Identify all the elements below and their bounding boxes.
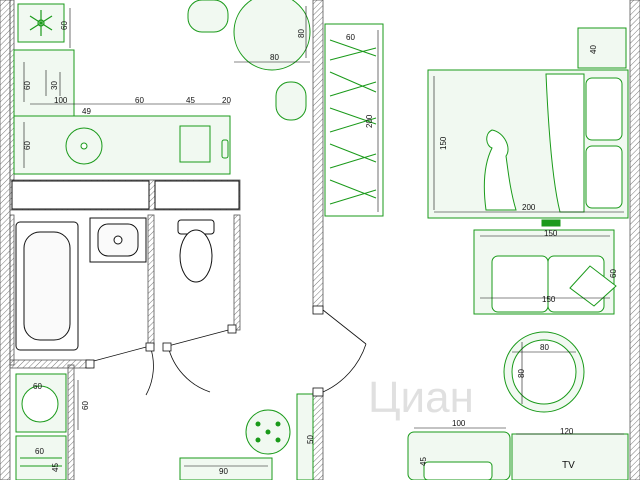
dim-shelf-60: 60 (35, 447, 44, 456)
bedroom (427, 27, 629, 315)
bathroom (15, 217, 215, 351)
wall-bath-left-inner (9, 214, 15, 366)
hall-wardrobe (296, 393, 314, 480)
sink-drain-icon (80, 142, 88, 150)
living (407, 331, 629, 480)
dim-washer-60: 60 (33, 382, 42, 391)
dim-pillow-60: 60 (609, 269, 618, 278)
wardrobe (324, 23, 384, 217)
person-figure (483, 129, 517, 211)
kitchen-dimensions (23, 8, 230, 168)
hob (179, 125, 211, 163)
bathtub-inner (23, 231, 71, 341)
dim-nightstand: 40 (589, 45, 598, 54)
wall-kitchen-living-upper (312, 0, 324, 309)
wall-laundry-right (67, 364, 75, 480)
hallway (179, 393, 314, 480)
dim-wardrobe-200: 200 (365, 114, 374, 128)
pillow-top (585, 77, 623, 141)
shelf-lines (20, 457, 62, 467)
wardrobe-body (324, 23, 384, 217)
wall-left-outer (0, 0, 11, 480)
wall-bath-divider (147, 214, 155, 346)
dining (187, 0, 311, 121)
bed-light-marker (541, 219, 561, 227)
laundry (15, 373, 67, 480)
dining-table (233, 0, 311, 71)
tv-stand (511, 433, 629, 480)
dim-wardrobe-60: 60 (346, 33, 355, 42)
wall-top-kitchen-left (9, 0, 15, 181)
dim-round-80-h: 80 (540, 343, 549, 352)
hall-cabinet (179, 457, 273, 480)
chair-bottom (275, 81, 307, 121)
dim-hall-50: 50 (306, 435, 315, 444)
desk-chair (423, 461, 493, 480)
dim-table-80-h: 80 (270, 53, 279, 62)
dim-kitchen-60: 60 (135, 96, 144, 105)
dim-table-80-v: 80 (297, 29, 306, 38)
dim-sofa-150: 150 (542, 295, 556, 304)
nightstand (577, 27, 627, 69)
dim-kitchen-45: 45 (186, 96, 195, 105)
cushion (569, 265, 617, 307)
dim-kitchen-20: 20 (222, 96, 231, 105)
dim-kitchen-side: 60 (23, 81, 32, 90)
dim-kitchen-top: 60 (60, 21, 69, 30)
dim-kitchen-100: 100 (54, 96, 68, 105)
wardrobe-hangers (329, 39, 377, 205)
bath-doors (85, 324, 237, 396)
bottle-icon (221, 139, 229, 159)
pillow-bottom (585, 145, 623, 209)
watermark: Циан (368, 373, 474, 422)
dim-washer-depth: 60 (81, 401, 90, 410)
tv-label: TV (562, 460, 575, 471)
bench-seat-left (491, 255, 549, 313)
dim-kitchen-49: 49 (82, 107, 91, 116)
dim-tv-120: 120 (560, 427, 574, 436)
kitchen (13, 3, 231, 175)
faucet-icon (113, 235, 123, 245)
dim-bench-150: 150 (544, 229, 558, 238)
dim-kitchen-sink-60: 60 (23, 141, 32, 150)
pouf-dots (255, 421, 281, 443)
chair-top (187, 0, 229, 33)
snowflake-icon (29, 10, 53, 36)
wall-right-outer (629, 0, 640, 480)
toilet-bowl (179, 229, 213, 283)
living-door (312, 305, 367, 397)
wall-wc-right (233, 214, 241, 331)
dim-desk-45: 45 (419, 457, 428, 466)
dim-kitchen-depth-30: 30 (50, 81, 59, 90)
dim-hall-90: 90 (219, 467, 228, 476)
dim-desk-100: 100 (452, 419, 466, 428)
dim-shelf-45: 45 (51, 463, 60, 472)
wall-bath-bottom (9, 359, 91, 369)
dim-bed-150: 150 (439, 136, 448, 150)
washer-drum-icon (21, 385, 59, 423)
dim-round-80-v: 80 (517, 369, 526, 378)
bath-frame-top-left (11, 180, 150, 210)
bath-frame-top-right (154, 180, 240, 210)
dim-bed-200: 200 (522, 203, 536, 212)
round-coffee-table-inner (511, 339, 577, 405)
